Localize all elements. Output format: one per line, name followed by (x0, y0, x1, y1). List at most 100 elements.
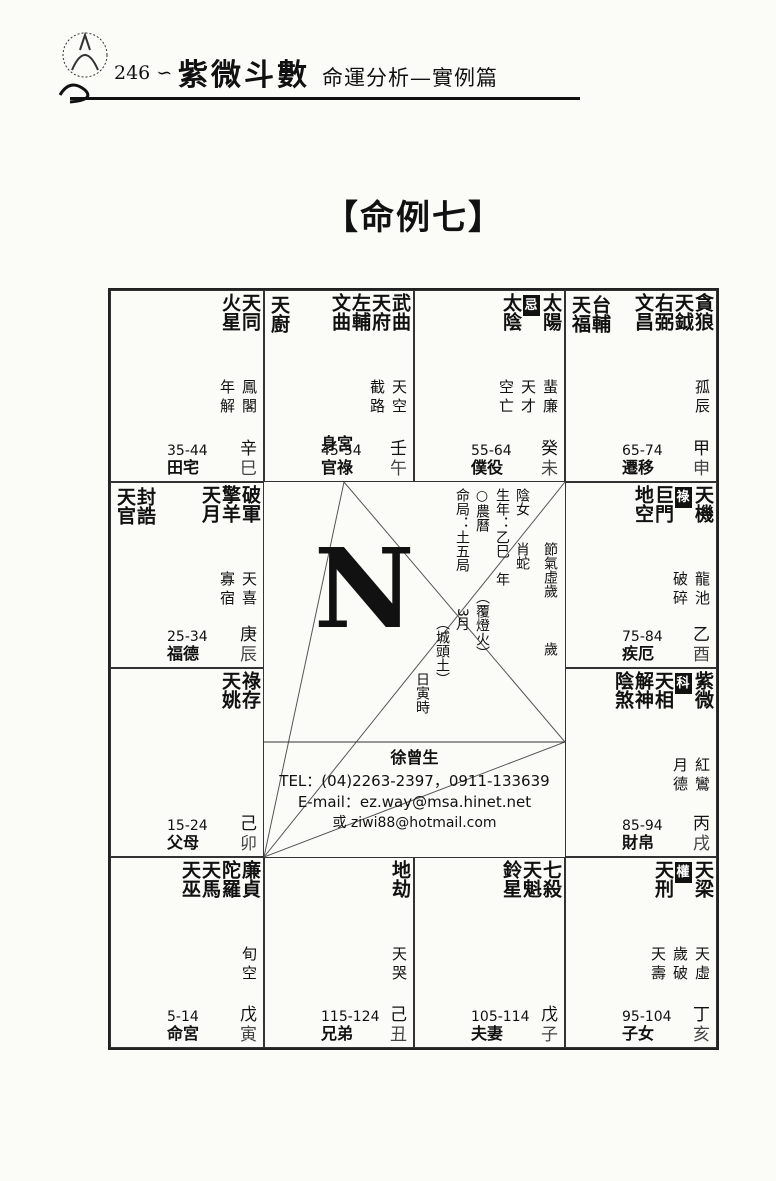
star: 武曲 (389, 293, 411, 331)
sihua-badge: 忌 (522, 295, 540, 316)
minor-star: 破碎 (671, 571, 689, 609)
element: （覆燈火） (474, 590, 490, 660)
palace-name: 福德 (167, 644, 200, 663)
sui-label: 歲 (542, 642, 558, 656)
heavenly-stem: 丁 (693, 1005, 710, 1025)
left-star: 天官 (114, 487, 136, 525)
earthly-branch: 未 (541, 459, 558, 479)
star-with-badge: 科 (673, 671, 692, 709)
star: 天鉞 (672, 293, 694, 331)
age-range: 35-44 (167, 443, 208, 459)
ming-ju: 命局：土五局 (454, 488, 470, 572)
star: 太陽 (540, 293, 562, 331)
minor-stars: 鳳閣年解 (218, 379, 258, 417)
palace-name: 身宮 官祿 (321, 434, 354, 477)
solar-term: 節氣虛歲 (542, 542, 558, 598)
left-stars: 天福台輔 (569, 295, 611, 333)
month: 3月 (454, 608, 470, 631)
book-subtitle: 命運分析—實例篇 (322, 66, 498, 90)
minor-star: 歲破 (671, 946, 689, 984)
earthly-branch: 戌 (693, 834, 710, 854)
star: 陰煞 (612, 671, 634, 709)
star: 天梁 (692, 860, 714, 898)
star: 天巫 (179, 860, 201, 898)
heavenly-stem: 甲 (693, 439, 710, 459)
minor-stars: 天虛歲破天壽 (649, 946, 711, 984)
heavenly-stem: 戊 (541, 1005, 558, 1025)
main-stars: 紫微科天相解神陰煞 (612, 671, 714, 709)
minor-star: 空亡 (497, 379, 515, 417)
age-range: 55-64 (471, 443, 512, 459)
palace-name: 兄弟 (321, 1024, 354, 1043)
star-with-badge: 權 (673, 860, 692, 898)
star: 廉貞 (239, 860, 261, 898)
sihua-badge: 祿 (674, 487, 692, 508)
star: 火星 (219, 293, 241, 331)
age-range: 75-84 (622, 629, 663, 645)
main-stars: 廉貞陀羅天馬天巫 (179, 860, 261, 898)
earthly-branch: 辰 (240, 645, 257, 665)
star: 鈴星 (500, 860, 522, 898)
star-with-badge: 祿 (673, 485, 692, 523)
gender: 陰女 (514, 488, 530, 516)
zodiac: 肖蛇 (514, 542, 530, 570)
star: 天相 (652, 671, 674, 709)
minor-star: 天壽 (649, 946, 667, 984)
minor-star: 天虛 (693, 946, 711, 984)
star: 左輔 (349, 293, 371, 331)
main-stars: 貪狼天鉞右弼文昌 (632, 293, 714, 331)
email-alt: 或 ziwi88@hotmail.com (332, 815, 497, 831)
age-range: 95-104 (622, 1009, 672, 1025)
star: 右弼 (652, 293, 674, 331)
star: 陀羅 (219, 860, 241, 898)
earthly-branch: 子 (541, 1025, 558, 1045)
age-range: 105-114 (471, 1009, 530, 1025)
star: 文昌 (632, 293, 654, 331)
minor-stars: 天喜寡宿 (218, 571, 258, 609)
left-stars: 天官封誥 (114, 487, 156, 525)
heavenly-stem: 戊 (240, 1005, 257, 1025)
earthly-branch: 午 (390, 459, 407, 479)
minor-star: 月德 (671, 757, 689, 795)
star: 天月 (199, 485, 221, 523)
palace-name: 父母 (167, 833, 200, 852)
star: 七殺 (540, 860, 562, 898)
minor-star: 年解 (218, 379, 236, 417)
star: 紫微 (692, 671, 714, 709)
minor-stars: 紅鸞月德 (671, 757, 711, 795)
left-star: 封誥 (134, 487, 156, 525)
author-name: 徐曾生 (390, 748, 439, 767)
star: 天府 (369, 293, 391, 331)
age-range: 5-14 (167, 1009, 199, 1025)
ziwei-chart: N 陰女 生年：乙巳 ○農曆 命局：土五局 肖蛇 年 （覆燈火） 3月 （城頭土… (108, 288, 719, 1050)
main-stars: 破軍擎羊天月 (199, 485, 261, 523)
star: 天姚 (219, 671, 241, 709)
ornament-icon (58, 31, 108, 104)
star: 天機 (692, 485, 714, 523)
page-number: 246 ∽ (114, 62, 173, 84)
star: 擎羊 (219, 485, 241, 523)
earthly-branch: 巳 (240, 459, 257, 479)
telephone: TEL：(04)2263-2397，0911-133639 (279, 772, 550, 790)
email: E-mail：ez.way@msa.hinet.net (297, 793, 532, 811)
minor-stars: 蜚廉天才空亡 (497, 379, 559, 417)
case-title: 【命例七】 (324, 198, 504, 238)
left-stars: 天廚 (268, 295, 290, 333)
minor-stars: 旬空 (240, 946, 258, 984)
ju-detail: （城頭土） (434, 616, 450, 686)
palace-name: 夫妻 (471, 1024, 504, 1043)
heavenly-stem: 丙 (693, 814, 710, 834)
hour: 日寅時 (414, 672, 430, 714)
minor-star: 天才 (519, 379, 537, 417)
earthly-branch: 亥 (693, 1025, 710, 1045)
left-star: 天廚 (268, 295, 290, 333)
star: 地劫 (389, 860, 411, 898)
palace-name: 命宮 (167, 1024, 200, 1043)
age-range: 115-124 (321, 1009, 380, 1025)
